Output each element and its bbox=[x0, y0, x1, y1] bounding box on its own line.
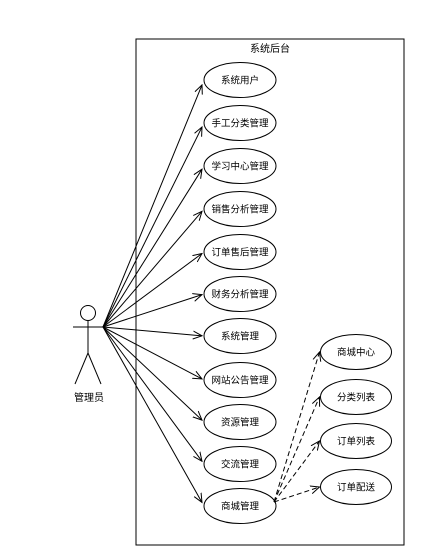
association-line-uc4 bbox=[102, 211, 202, 328]
use-case-label: 资源管理 bbox=[221, 417, 260, 429]
sub-use-case-label: 分类列表 bbox=[337, 392, 376, 404]
use-case-uc5[interactable]: 订单售后管理 bbox=[203, 234, 277, 270]
association-line-uc3 bbox=[102, 169, 202, 328]
use-case-label: 财务分析管理 bbox=[211, 289, 269, 301]
dependency-line-sc4 bbox=[273, 487, 320, 503]
use-cases: 系统用户手工分类管理学习中心管理销售分析管理订单售后管理财务分析管理系统管理网站… bbox=[203, 62, 277, 524]
association-line-uc1 bbox=[102, 85, 202, 328]
sub-use-case-label: 订单配送 bbox=[337, 482, 376, 494]
sub-use-case-sc4[interactable]: 订单配送 bbox=[320, 469, 392, 505]
system-boundary bbox=[135, 38, 405, 546]
sub-use-case-sc2[interactable]: 分类列表 bbox=[320, 379, 392, 415]
use-case-uc4[interactable]: 销售分析管理 bbox=[203, 191, 277, 227]
dependency-links bbox=[273, 352, 320, 503]
association-line-uc11 bbox=[102, 326, 202, 502]
use-case-uc11[interactable]: 商城管理 bbox=[203, 488, 277, 524]
sub-use-case-label: 订单列表 bbox=[337, 436, 376, 448]
use-case-ellipse[interactable] bbox=[203, 105, 277, 141]
use-case-label: 销售分析管理 bbox=[211, 204, 269, 216]
association-line-uc8 bbox=[102, 326, 202, 379]
association-line-uc6 bbox=[102, 295, 202, 328]
use-case-label: 系统管理 bbox=[221, 331, 260, 343]
system-title: 系统后台 bbox=[250, 42, 290, 55]
use-case-ellipse[interactable] bbox=[203, 234, 277, 270]
actor-head bbox=[80, 305, 96, 321]
sub-use-case-label: 商城中心 bbox=[337, 347, 376, 359]
use-case-ellipse[interactable] bbox=[203, 362, 277, 398]
use-case-uc9[interactable]: 资源管理 bbox=[203, 404, 277, 440]
use-case-uc7[interactable]: 系统管理 bbox=[203, 318, 277, 354]
use-case-ellipse[interactable] bbox=[203, 404, 277, 440]
actor-right-leg bbox=[87, 352, 102, 385]
sub-use-case-sc3[interactable]: 订单列表 bbox=[320, 423, 392, 459]
association-line-uc2 bbox=[102, 127, 202, 328]
use-case-uc1[interactable]: 系统用户 bbox=[203, 62, 277, 98]
sub-use-case-sc1[interactable]: 商城中心 bbox=[320, 334, 392, 370]
use-case-label: 交流管理 bbox=[221, 459, 260, 471]
use-case-label: 手工分类管理 bbox=[211, 118, 269, 130]
use-case-uc3[interactable]: 学习中心管理 bbox=[203, 148, 277, 184]
use-case-ellipse[interactable] bbox=[203, 148, 277, 184]
actor-admin: 管理员 bbox=[73, 305, 104, 404]
sub-use-case-ellipse[interactable] bbox=[320, 469, 392, 505]
use-case-label: 订单售后管理 bbox=[211, 247, 269, 259]
sub-use-case-ellipse[interactable] bbox=[320, 379, 392, 415]
use-case-ellipse[interactable] bbox=[203, 62, 277, 98]
use-case-uc2[interactable]: 手工分类管理 bbox=[203, 105, 277, 141]
association-line-uc10 bbox=[102, 326, 202, 461]
dependency-line-sc3 bbox=[273, 441, 320, 503]
sub-use-case-ellipse[interactable] bbox=[320, 423, 392, 459]
association-line-uc5 bbox=[102, 253, 202, 328]
actor-label: 管理员 bbox=[74, 391, 104, 404]
use-case-uc10[interactable]: 交流管理 bbox=[203, 446, 277, 482]
sub-use-case-ellipse[interactable] bbox=[320, 334, 392, 370]
use-case-label: 系统用户 bbox=[221, 75, 259, 87]
association-line-uc9 bbox=[102, 326, 202, 420]
use-case-ellipse[interactable] bbox=[203, 276, 277, 312]
use-case-label: 学习中心管理 bbox=[211, 161, 269, 173]
use-case-ellipse[interactable] bbox=[203, 318, 277, 354]
dependency-line-sc1 bbox=[273, 352, 320, 503]
use-case-ellipse[interactable] bbox=[203, 191, 277, 227]
dependency-line-sc2 bbox=[273, 397, 320, 503]
use-case-uc8[interactable]: 网站公告管理 bbox=[203, 362, 277, 398]
actor-left-leg bbox=[74, 352, 89, 385]
association-links bbox=[102, 85, 202, 503]
use-case-ellipse[interactable] bbox=[203, 446, 277, 482]
use-case-label: 商城管理 bbox=[221, 501, 260, 513]
use-case-label: 网站公告管理 bbox=[211, 375, 269, 387]
association-line-uc7 bbox=[102, 326, 202, 336]
use-case-uc6[interactable]: 财务分析管理 bbox=[203, 276, 277, 312]
use-case-ellipse[interactable] bbox=[203, 488, 277, 524]
